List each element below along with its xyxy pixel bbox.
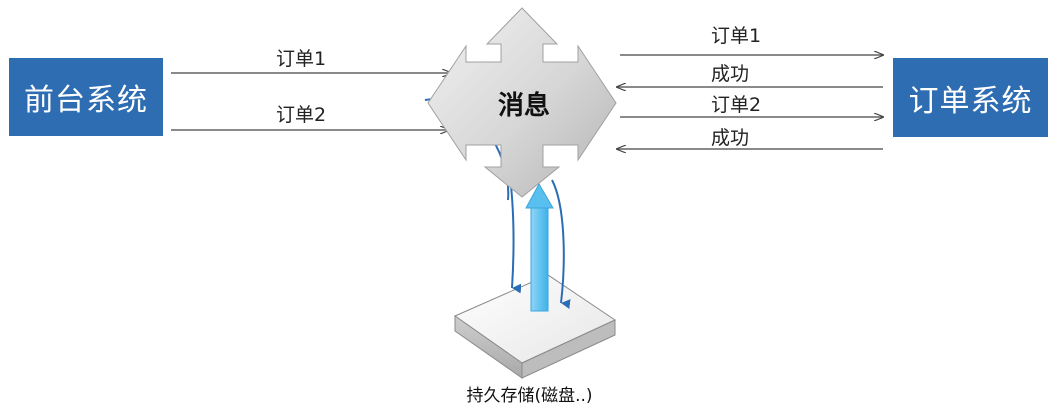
flow-label-right-1: 订单1 — [711, 25, 762, 47]
flow-label-right-4: 成功 — [711, 127, 750, 149]
order-system-box: 订单系统 — [893, 58, 1048, 137]
flow-label-left-bottom: 订单2 — [276, 104, 327, 126]
order-system-label: 订单系统 — [908, 83, 1033, 119]
message-hub-icon — [427, 7, 617, 198]
storage-up-arrow-icon — [525, 182, 554, 312]
front-system-label: 前台系统 — [24, 83, 148, 118]
flow-label-right-3: 订单2 — [711, 94, 762, 116]
message-hub-label: 消息 — [497, 91, 550, 121]
storage-label: 持久存储(磁盘..) — [466, 386, 593, 406]
flow-label-right-2: 成功 — [711, 63, 750, 85]
curve-arrow-right — [551, 179, 571, 310]
front-system-box: 前台系统 — [9, 58, 163, 136]
storage-disk-icon — [453, 274, 617, 379]
flow-label-left-top: 订单1 — [276, 48, 327, 70]
